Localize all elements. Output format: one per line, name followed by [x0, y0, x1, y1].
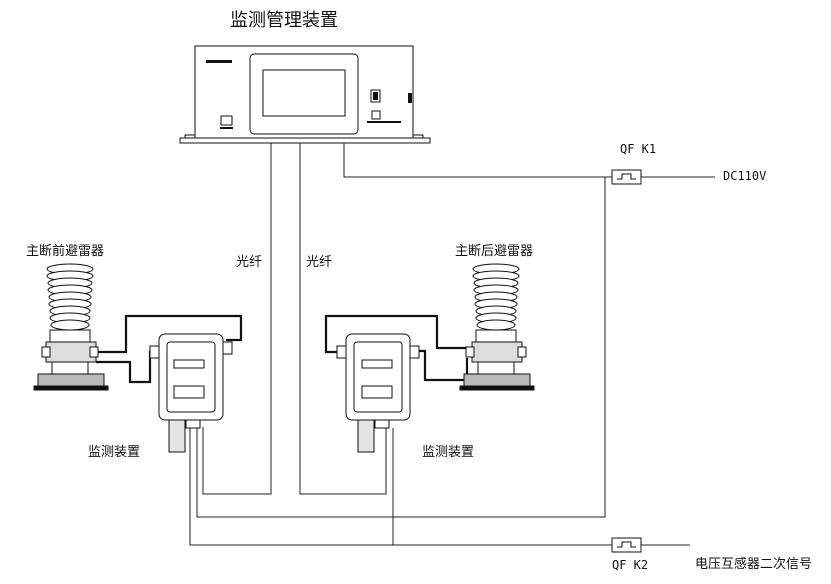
management-unit	[179, 45, 431, 144]
arrester-rear	[459, 263, 535, 391]
fiber-label-left: 光纤	[236, 255, 263, 270]
monitor-right-label: 监测装置	[422, 445, 475, 460]
fiber-label-right: 光纤	[306, 255, 333, 270]
wiring-lines	[189, 143, 715, 546]
arrester-front-label: 主断前避雷器	[26, 244, 105, 259]
breaker-qf-k2	[611, 537, 642, 553]
diagram-title: 监测管理装置	[230, 10, 338, 31]
arrester-rear-label: 主断后避雷器	[455, 244, 534, 259]
arrester-front	[33, 263, 109, 391]
breaker-qf-k1	[611, 169, 642, 185]
dc-supply-label: DC110V	[723, 169, 767, 183]
qf-k2-label: QF K2	[612, 558, 649, 572]
monitor-left-label: 监测装置	[88, 445, 141, 460]
pt-signal-label: 电压互感器二次信号	[695, 557, 813, 572]
qf-k1-label: QF K1	[620, 142, 657, 156]
monitor-device-right	[336, 333, 420, 453]
monitor-device-left	[149, 333, 233, 453]
